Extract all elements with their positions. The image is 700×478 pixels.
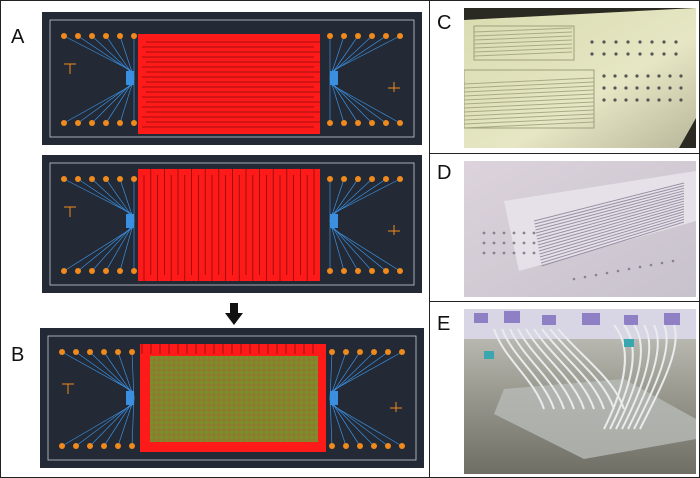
panel-label-a: A bbox=[11, 26, 25, 48]
photo-d-fabricated-electrodes bbox=[464, 161, 696, 297]
cad-layout-serpentine-vertical bbox=[42, 155, 422, 293]
down-arrow-icon bbox=[225, 303, 243, 325]
photo-e-image bbox=[464, 309, 696, 474]
cad-drawing-3 bbox=[47, 335, 417, 461]
cad-drawing-2 bbox=[49, 162, 415, 286]
panel-label-e: E bbox=[437, 313, 451, 335]
cad-drawing-1 bbox=[49, 19, 415, 138]
panel-label-d: D bbox=[437, 162, 452, 184]
divider-right-2 bbox=[429, 301, 700, 302]
photo-e-tubing-setup bbox=[464, 309, 696, 474]
divider-vertical bbox=[429, 0, 430, 478]
photo-c-fabricated-electrodes bbox=[464, 8, 696, 148]
cad-layout-serpentine-horizontal bbox=[42, 12, 422, 145]
panel-label-b: B bbox=[11, 344, 25, 366]
panel-label-c: C bbox=[437, 12, 452, 34]
cad-layout-overlay-grid bbox=[40, 328, 424, 468]
divider-right-1 bbox=[429, 153, 700, 154]
photo-c-image bbox=[464, 8, 696, 148]
photo-d-image bbox=[464, 161, 696, 297]
